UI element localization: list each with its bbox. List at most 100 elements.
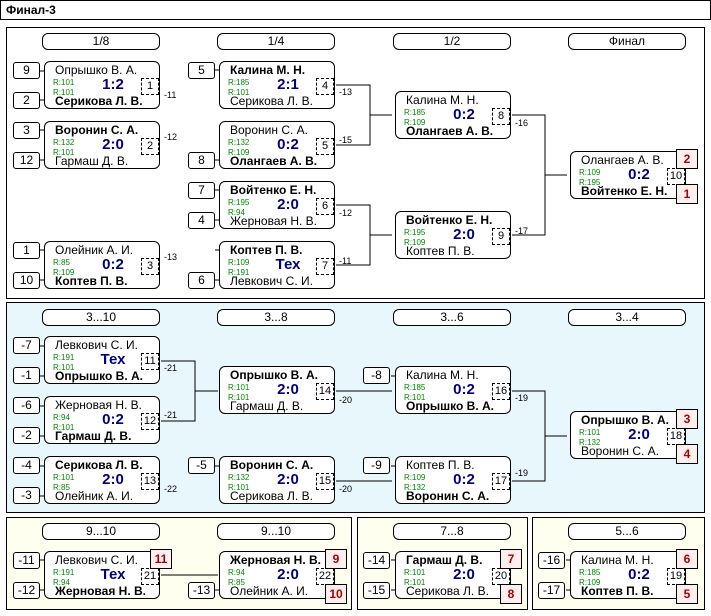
match-22[interactable]: Жерновая Н. В. R:94 R:85 2:0 22 Олейник … [219, 551, 335, 599]
match-3[interactable]: Олейник А. И. R:85 R:109 0:2 3 Коптев П.… [44, 241, 160, 289]
player-1: Коптев П. В. [406, 458, 475, 472]
match-score: 0:2 [277, 136, 299, 153]
match-14[interactable]: Опрышко В. А. R:101 R:101 2:0 14 Гармаш … [219, 366, 335, 414]
place-badge: 11 [150, 549, 172, 569]
match-number: 3 [141, 258, 159, 275]
match-10-final[interactable]: Олангаев А. В. R:109 R:195 0:2 10 Войтен… [570, 151, 686, 199]
match-2[interactable]: Воронин С. А. R:132 R:101 2:0 2 Гармаш Д… [44, 121, 160, 169]
match-19[interactable]: Калина М. Н. R:185 R:109 0:2 19 Коптев П… [570, 551, 686, 599]
match-number: 18 [667, 428, 685, 445]
rating-2: R:101 [53, 88, 75, 97]
seed: -5 [188, 457, 215, 474]
rating-2: R:94 [228, 208, 245, 217]
player-1: Воронин С. А. [55, 123, 139, 137]
rating-2: R:94 [53, 578, 70, 587]
loser-link: -15 [339, 135, 353, 145]
loser-link: -11 [164, 90, 177, 100]
player-1: Серикова Л. В. [55, 458, 143, 472]
match-9[interactable]: Войтенко Е. Н. R:195 R:109 2:0 9 Коптев … [395, 211, 511, 259]
player-2: Коптев П. В. [581, 584, 654, 598]
player-2: Коптев П. В. [55, 274, 128, 288]
seed: -17 [538, 582, 565, 599]
match-12[interactable]: Жерновая Н. В. R:94 R:101 0:2 12 Гармаш … [44, 396, 160, 444]
seed: -3 [13, 487, 40, 504]
match-20[interactable]: Гармаш Д. В. R:101 R:101 2:0 20 Серикова… [395, 551, 511, 599]
rating-1: R:191 [53, 353, 75, 362]
player-1: Олейник А. И. [55, 243, 134, 257]
player-2: Опрышко В. А. [406, 399, 495, 413]
player-1: Олангаев А. В. [581, 153, 664, 167]
match-score: 0:2 [453, 471, 475, 488]
match-number: 2 [141, 138, 159, 155]
seed: 5 [188, 62, 215, 79]
seed: -16 [538, 552, 565, 569]
rating-1: R:85 [53, 258, 70, 267]
match-17[interactable]: Коптев П. В. R:109 R:132 0:2 17 Воронин … [395, 456, 511, 504]
rating-2: R:109 [228, 148, 250, 157]
match-number: 22 [316, 568, 334, 585]
loser-link: -12 [164, 132, 178, 142]
seed: 7 [188, 182, 215, 199]
match-4[interactable]: Калина М. Н. R:185 R:101 2:1 4 Серикова … [219, 61, 335, 109]
round-header-9-10-a: 9...10 [42, 523, 160, 540]
match-score: 2:0 [277, 471, 299, 488]
match-score: 2:1 [277, 76, 299, 93]
place-badge: 10 [325, 584, 347, 604]
rating-1: R:101 [53, 473, 75, 482]
rating-2: R:132 [404, 483, 426, 492]
rating-1: R:191 [53, 568, 75, 577]
player-2: Олангаев А. В. [230, 154, 318, 168]
loser-link: -20 [339, 395, 353, 405]
seed: 8 [188, 152, 215, 169]
match-score: 1:2 [102, 76, 124, 93]
rating-1: R:132 [228, 473, 250, 482]
rating-2: R:109 [53, 268, 75, 277]
window-title: Финал-3 [0, 0, 711, 20]
round-header-7-8: 7...8 [393, 523, 511, 540]
match-15[interactable]: Воронин С. А. R:132 R:101 2:0 15 Сериков… [219, 456, 335, 504]
match-number: 16 [492, 383, 510, 400]
match-1[interactable]: Опрышко В. А. R:101 R:101 1:2 1 Серикова… [44, 61, 160, 109]
rating-1: R:195 [228, 198, 250, 207]
player-2: Воронин С. А. [406, 489, 490, 503]
match-13[interactable]: Серикова Л. В. R:101 R:85 2:0 13 Олейник… [44, 456, 160, 504]
match-6[interactable]: Войтенко Е. Н. R:195 R:94 2:0 6 Жерновая… [219, 181, 335, 229]
rating-1: R:109 [404, 473, 426, 482]
match-score: 2:0 [628, 426, 650, 443]
match-16[interactable]: Калина М. Н. R:185 R:101 0:2 16 Опрышко … [395, 366, 511, 414]
loser-link: -11 [339, 256, 352, 266]
seed: -8 [363, 367, 390, 384]
match-5[interactable]: Воронин С. А. R:132 R:109 0:2 5 Олангаев… [219, 121, 335, 169]
round-header-1-4: 1/4 [217, 33, 335, 50]
match-number: 8 [492, 108, 510, 125]
match-18[interactable]: Опрышко В. А. R:101 R:132 2:0 18 Воронин… [570, 411, 686, 459]
rating-1: R:101 [228, 383, 250, 392]
match-score: 2:0 [453, 566, 475, 583]
rating-1: R:185 [579, 568, 601, 577]
round-header-3-8: 3...8 [217, 309, 335, 326]
loser-link: -21 [164, 410, 178, 420]
place-badge: 9 [325, 549, 347, 569]
place-badge: 2 [676, 149, 698, 169]
player-2: Олангаев А. В. [406, 124, 494, 138]
player-1: Калина М. Н. [406, 93, 479, 107]
seed: -11 [13, 552, 40, 569]
loser-link: -19 [515, 468, 529, 478]
match-7[interactable]: Коптев П. В. R:109 R:191 Тех 7 Левкович … [219, 241, 335, 289]
match-21[interactable]: Левкович С. И. R:191 R:94 Тех 21 Жернова… [44, 551, 160, 599]
match-number: 19 [667, 568, 685, 585]
player-2: Гармаш Д. В. [55, 154, 129, 168]
player-1: Воронин С. А. [230, 123, 308, 137]
player-1: Воронин С. А. [230, 458, 314, 472]
match-number: 9 [492, 228, 510, 245]
match-8[interactable]: Калина М. Н. R:185 R:109 0:2 8 Олангаев … [395, 91, 511, 139]
seed: -9 [363, 457, 390, 474]
player-2: Гармаш Д. В. [55, 429, 132, 443]
rating-2: R:85 [53, 483, 70, 492]
player-2: Жерновая Н. В. [230, 214, 317, 228]
rating-1: R:185 [404, 108, 426, 117]
player-1: Опрышко В. А. [230, 368, 319, 382]
rating-1: R:109 [228, 258, 250, 267]
match-11[interactable]: Левкович С. И. R:191 R:101 Тех 11 Опрышк… [44, 336, 160, 384]
player-1: Опрышко В. А. [581, 413, 670, 427]
